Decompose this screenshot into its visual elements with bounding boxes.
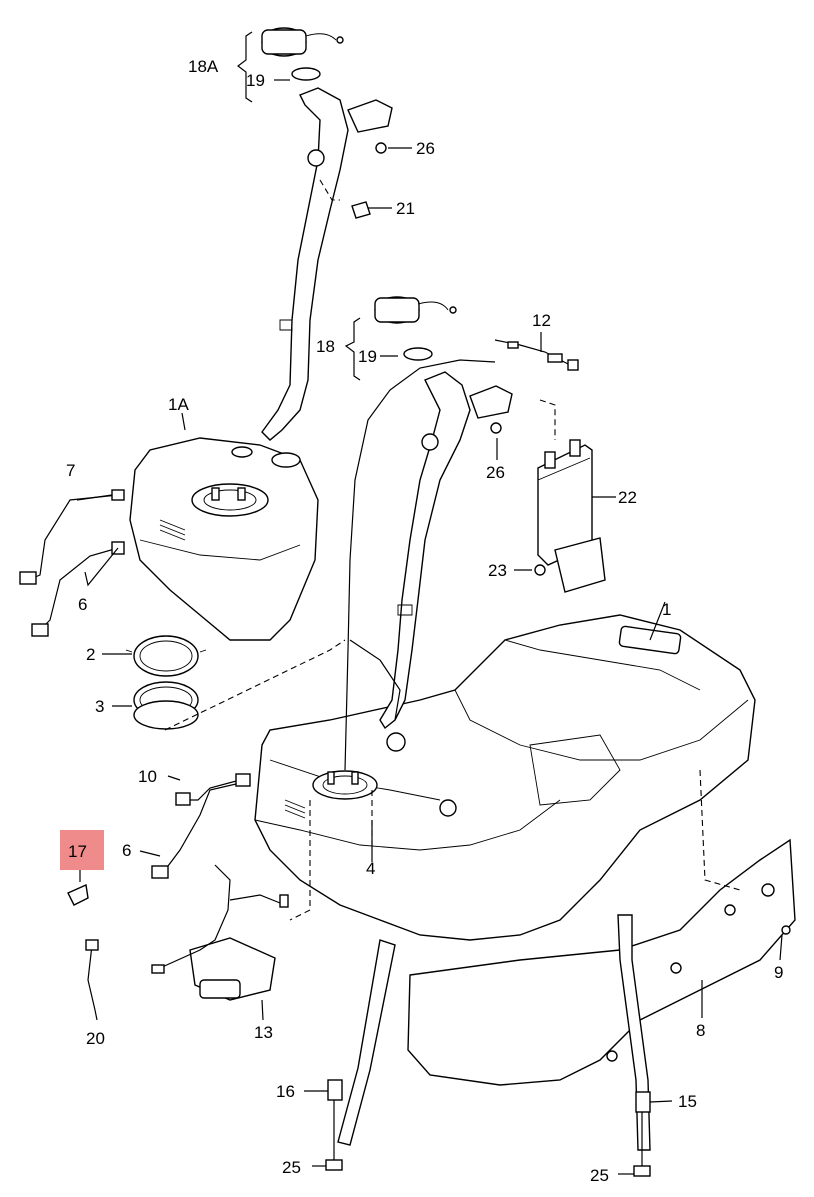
strap-15 (617, 914, 651, 1177)
label-3: 3 (95, 697, 104, 716)
label-4: 4 (366, 859, 375, 878)
fuel-tank-1a (129, 437, 319, 641)
label-21: 21 (396, 199, 415, 218)
label-18: 18 (316, 337, 335, 356)
label-8: 8 (696, 1021, 705, 1040)
label-9: 9 (774, 963, 783, 982)
fuel-pump-module (151, 864, 289, 1001)
label-19-upper: 19 (246, 71, 265, 90)
label-16: 16 (276, 1082, 295, 1101)
label-17: 17 (68, 842, 87, 861)
label-26-lower: 26 (486, 463, 505, 482)
label-25-right: 25 (590, 1166, 609, 1185)
label-6-upper: 6 (78, 595, 87, 614)
filler-neck-upper (261, 27, 393, 441)
heat-shield (407, 838, 796, 1086)
label-20: 20 (86, 1029, 105, 1048)
label-10: 10 (138, 767, 157, 786)
label-23: 23 (488, 561, 507, 580)
lock-ring (125, 635, 207, 677)
label-22: 22 (618, 488, 637, 507)
label-19-lower: 19 (358, 347, 377, 366)
label-7: 7 (66, 461, 75, 480)
strap-16 (325, 939, 396, 1171)
label-18a: 18A (188, 57, 219, 76)
highlight-box-17 (60, 830, 104, 870)
label-1: 1 (662, 600, 671, 619)
part-labels: 1 1A 2 3 4 6 6 7 8 9 10 12 13 15 16 17 1… (66, 57, 783, 1185)
leader-lines (76, 31, 783, 1175)
breather-lines (344, 359, 496, 771)
label-13: 13 (254, 1023, 273, 1042)
label-6-lower: 6 (122, 841, 131, 860)
sensor-lead-12 (494, 339, 579, 371)
label-2: 2 (86, 645, 95, 664)
label-15: 15 (678, 1092, 697, 1111)
fuel-tank-main (254, 614, 756, 941)
fuel-lines (19, 489, 251, 879)
clip-part-17 (67, 883, 89, 906)
hose-part-20 (85, 939, 99, 1011)
carbon-canister (534, 439, 606, 593)
seal-ring (133, 681, 199, 730)
label-12: 12 (532, 311, 551, 330)
label-26-upper: 26 (416, 139, 435, 158)
label-1a: 1A (168, 395, 189, 414)
label-25-left: 25 (282, 1158, 301, 1177)
